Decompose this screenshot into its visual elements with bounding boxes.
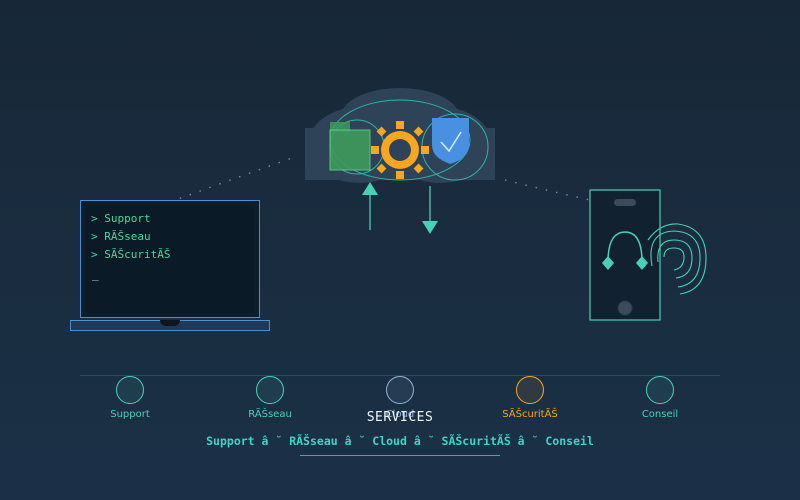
services-title: SERVICES	[366, 410, 434, 425]
nav-label-reseau[interactable]: RÃŠseau	[248, 409, 292, 420]
smartphone-icon	[589, 189, 661, 321]
laptop-notch	[160, 320, 180, 326]
folder-icon	[329, 122, 371, 171]
laptop-screen: > Support > RÃŠseau > SÃŠcuritÃŠ _	[80, 200, 260, 318]
nav-label-support[interactable]: Support	[110, 409, 150, 420]
gear-icon	[371, 121, 429, 179]
nav-node-cloud[interactable]	[386, 376, 414, 404]
nav-divider	[80, 375, 720, 376]
download-arrow-icon	[422, 186, 438, 234]
upload-arrow-icon	[362, 182, 378, 230]
shield-check-icon	[432, 118, 469, 164]
nav-node-securite[interactable]	[516, 376, 544, 404]
nav-node-reseau[interactable]	[256, 376, 284, 404]
terminal-cursor: _	[92, 268, 99, 281]
terminal-line-reseau: > RÃŠseau	[91, 230, 151, 243]
fingerprint-icon	[647, 223, 707, 295]
terminal-line-support: > Support	[91, 212, 151, 225]
nav-node-support[interactable]	[116, 376, 144, 404]
nav-label-conseil[interactable]: Conseil	[641, 409, 679, 420]
connector-cloud-phone	[504, 179, 591, 201]
terminal-window: > Support > RÃŠseau > SÃŠcuritÃŠ _	[86, 206, 254, 313]
connector-laptop-cloud	[169, 157, 293, 203]
terminal-line-securite: > SÃŠcuritÃŠ	[91, 248, 171, 261]
nav-label-cloud[interactable]: Cloud	[385, 409, 415, 420]
nav-node-conseil[interactable]	[646, 376, 674, 404]
services-flow: Support â ˘ RÃŠseau â ˘ Cloud â ˘ SÃŠcur…	[206, 434, 594, 448]
services-underline	[300, 455, 500, 456]
nav-label-securite[interactable]: SÃŠcuritÃŠ	[502, 409, 558, 420]
